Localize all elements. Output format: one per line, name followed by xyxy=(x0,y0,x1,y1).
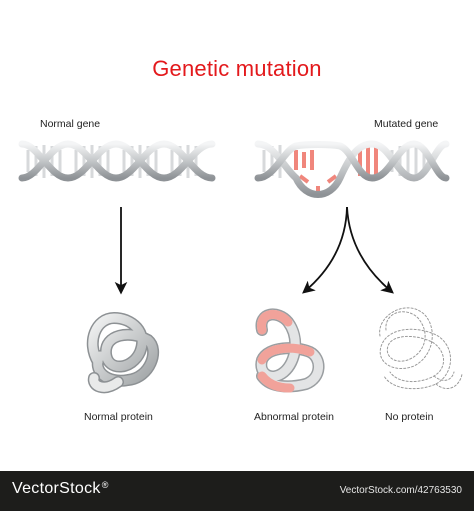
normal-protein-shape xyxy=(86,311,160,394)
normal-protein-label: Normal protein xyxy=(84,411,153,423)
arrow-to-no-protein xyxy=(346,206,394,294)
arrow-to-abnormal-protein xyxy=(302,206,348,294)
brand-name: VectorStock xyxy=(12,480,101,497)
diagram-canvas: Genetic mutation Normal gene Mutated gen… xyxy=(18,56,463,423)
no-protein-label: No protein xyxy=(385,411,434,423)
normal-gene-label: Normal gene xyxy=(40,118,101,130)
abnormal-protein-label: Abnormal protein xyxy=(254,411,334,423)
registered-mark: ® xyxy=(101,480,109,490)
diagram-artwork xyxy=(18,140,463,394)
diagram-title: Genetic mutation xyxy=(152,56,322,81)
mutated-gene-label: Mutated gene xyxy=(374,118,439,130)
no-protein-outline xyxy=(379,307,463,390)
mutated-dna-helix xyxy=(254,140,450,198)
abnormal-protein-shape xyxy=(255,308,325,393)
normal-dna-helix xyxy=(18,140,216,182)
image-reference: VectorStock.com/42763530 xyxy=(339,485,462,496)
watermark-footer: VectorStock® VectorStock.com/42763530 xyxy=(0,471,474,511)
vectorstock-logo: VectorStock® xyxy=(12,480,109,498)
